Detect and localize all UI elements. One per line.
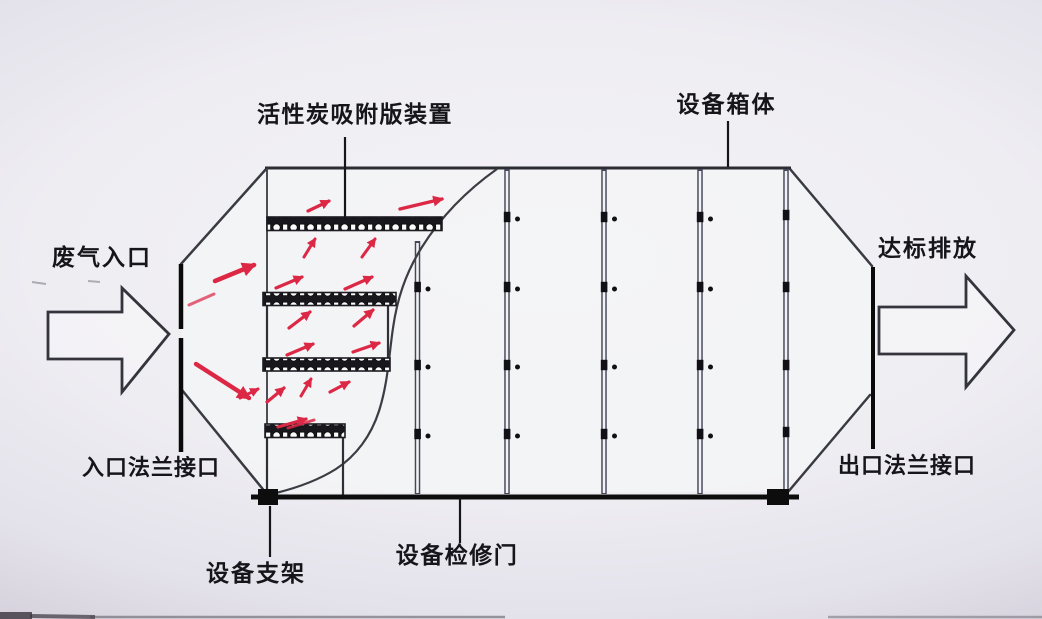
- carbon-plate-2: [262, 291, 397, 307]
- support-foot-left: [258, 489, 278, 505]
- inlet-hood: [179, 166, 269, 495]
- airflow-arrows: [187, 195, 444, 430]
- carbon-plate-1: [266, 216, 443, 232]
- carbon-adsorption-plates: [262, 216, 443, 439]
- carbon-plate-3: [262, 357, 391, 372]
- support-foot-right: [767, 489, 789, 505]
- bottom-artifact-strips: [0, 612, 1042, 619]
- label-discharge: 达标排放: [878, 236, 978, 262]
- label-carbon-plate: 活性炭吸附版装置: [257, 102, 453, 128]
- label-access-door: 设备检修门: [395, 543, 519, 569]
- duct-walls: [265, 305, 390, 495]
- leader-lines: [268, 121, 730, 557]
- label-support: 设备支架: [206, 561, 306, 587]
- outlet-arrow-icon: [877, 272, 1016, 391]
- label-outlet-flange: 出口法兰接口: [837, 454, 976, 479]
- outlet-hood: [786, 167, 874, 494]
- label-inlet-flange: 入口法兰接口: [81, 456, 220, 481]
- inlet-arrow-icon: [46, 284, 171, 396]
- label-waste-gas-inlet: 废气入口: [52, 245, 152, 271]
- pencil-dashes: [31, 280, 101, 285]
- label-equipment-box: 设备箱体: [676, 92, 777, 118]
